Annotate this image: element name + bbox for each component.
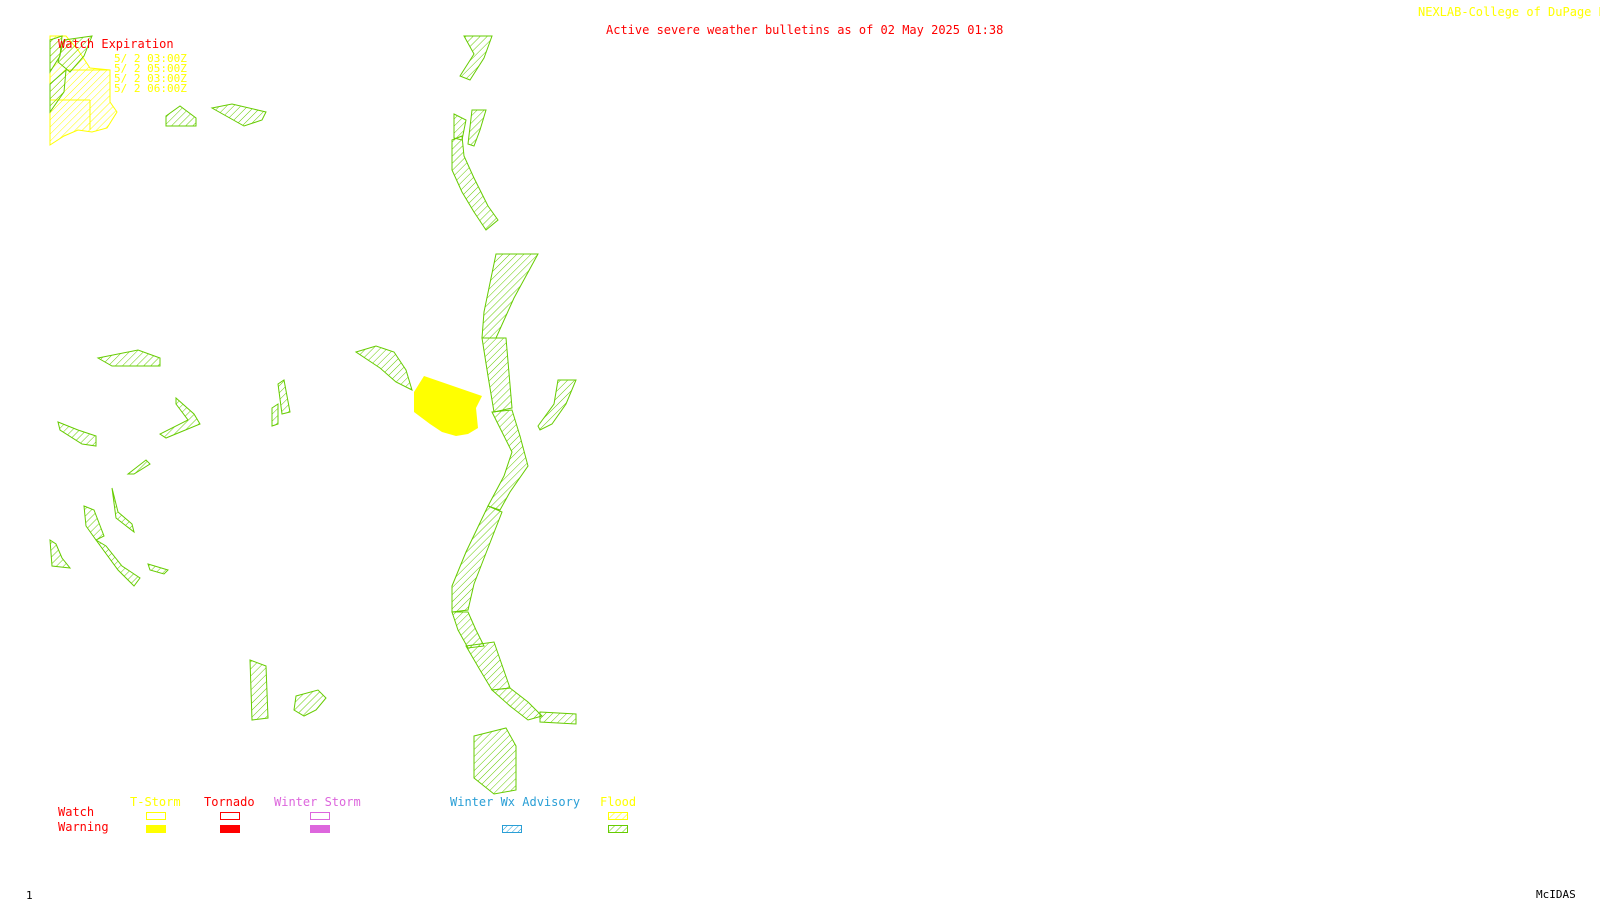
legend-tstorm-label: T-Storm xyxy=(130,795,181,809)
legend-tornado-label: Tornado xyxy=(204,795,255,809)
watch-expiration-time: 5/ 2 03:00Z xyxy=(114,52,187,65)
legend-winter-storm-label: Winter Storm xyxy=(274,795,361,809)
watch-expiration-time: 5/ 2 06:00Z xyxy=(114,82,187,95)
bulletin-title: Active severe weather bulletins as of 02… xyxy=(606,23,1004,37)
flood-warning-swatch xyxy=(608,825,628,833)
frame-number: 1 xyxy=(26,889,33,902)
tstorm-watch-swatch xyxy=(146,812,166,820)
tornado-watch-swatch xyxy=(220,812,240,820)
watch-expiration-label: Watch Expiration xyxy=(58,37,174,51)
flood-warning-areas xyxy=(49,35,577,795)
legend-winter-advisory-label: Winter Wx Advisory xyxy=(450,795,581,809)
legend-flood-label: Flood xyxy=(600,795,637,809)
watch-expiration-time: 5/ 2 05:00Z xyxy=(114,62,187,75)
watch-expiration-times: 5/ 2 03:00Z 5/ 2 05:00Z 5/ 2 03:00Z 5/ 2… xyxy=(114,52,187,95)
flood-watch-swatch xyxy=(608,812,628,820)
tornado-warning-swatch xyxy=(220,825,240,833)
source-credit: NEXLAB-College of DuPage R xyxy=(1418,5,1600,19)
tstorm-warning-area xyxy=(414,376,482,436)
winter-advisory-swatch xyxy=(502,825,522,833)
software-label: McIDAS xyxy=(1536,888,1576,901)
tstorm-warning-swatch xyxy=(146,825,166,833)
legend-row-watch: Watch xyxy=(58,805,95,819)
winter-storm-watch-swatch xyxy=(310,812,330,820)
winter-storm-warning-swatch xyxy=(310,825,330,833)
legend-row-warning: Warning xyxy=(58,820,109,834)
watch-expiration-time: 5/ 2 03:00Z xyxy=(114,72,187,85)
